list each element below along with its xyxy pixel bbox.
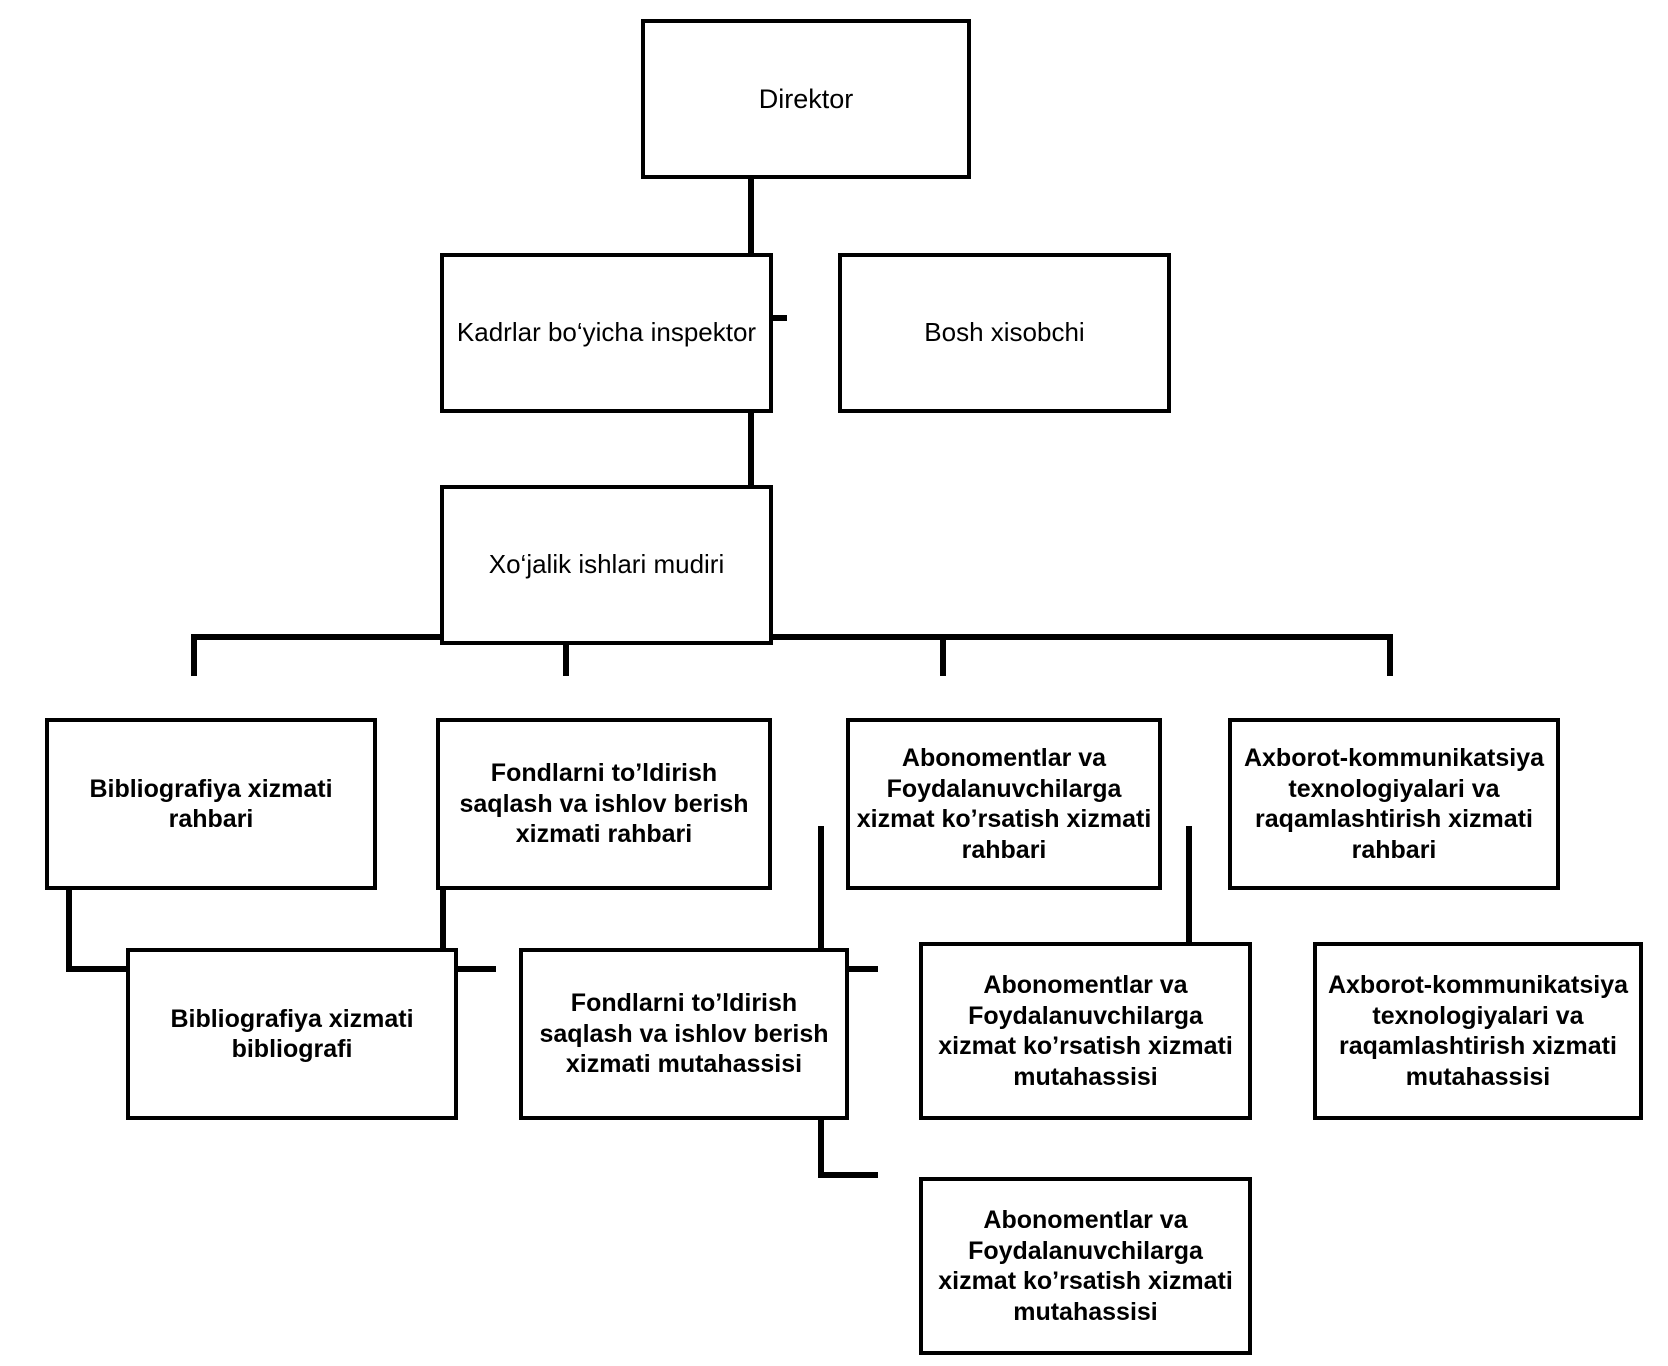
connector-drop-subscribers: [940, 634, 946, 676]
node-bibliography-specialist-label: Bibliografiya xizmati bibliografi: [170, 1004, 414, 1064]
node-chief-accountant-label: Bosh xisobchi: [924, 317, 1085, 348]
node-director[interactable]: Direktor: [641, 19, 971, 179]
connector-bibliography-vertical: [66, 826, 72, 972]
node-director-label: Direktor: [758, 83, 854, 114]
node-funds-head-label: Fondlarni to’ldirish saqlash va ishlov b…: [459, 759, 749, 849]
node-ict-head-label: Axborot-kommunikatsiya texnologiyalari v…: [1243, 744, 1545, 864]
connector-drop-ict: [1387, 634, 1393, 676]
node-subscribers-head-label: Abonomentlar va Foydalanuvchilarga xizma…: [856, 744, 1152, 864]
node-subscribers-specialist-2[interactable]: Abonomentlar va Foydalanuvchilarga xizma…: [919, 1177, 1252, 1355]
node-hr-inspector-label: Kadrlar bo‘yicha inspektor: [456, 317, 757, 348]
connector-subscribers-horizontal-2: [818, 1172, 878, 1178]
connector-bibliography-horizontal: [66, 966, 126, 972]
connector-ict-vertical: [1186, 826, 1192, 972]
node-economy-manager-label: Xo‘jalik ishlari mudiri: [488, 549, 725, 580]
node-ict-head[interactable]: Axborot-kommunikatsiya texnologiyalari v…: [1228, 718, 1560, 890]
node-bibliography-head[interactable]: Bibliografiya xizmati rahbari: [45, 718, 377, 890]
node-subscribers-head[interactable]: Abonomentlar va Foydalanuvchilarga xizma…: [846, 718, 1162, 890]
node-funds-head[interactable]: Fondlarni to’ldirish saqlash va ishlov b…: [436, 718, 772, 890]
connector-funds-vertical: [440, 826, 446, 972]
node-chief-accountant[interactable]: Bosh xisobchi: [838, 253, 1171, 413]
connector-level4-bus: [191, 634, 1393, 640]
node-subscribers-specialist-1-label: Abonomentlar va Foydalanuvchilarga xizma…: [938, 971, 1233, 1091]
connector-drop-bibliography: [191, 634, 197, 676]
connector-funds-horizontal: [440, 966, 496, 972]
node-economy-manager[interactable]: Xo‘jalik ishlari mudiri: [440, 485, 773, 645]
node-hr-inspector[interactable]: Kadrlar bo‘yicha inspektor: [440, 253, 773, 413]
node-bibliography-head-label: Bibliografiya xizmati rahbari: [89, 774, 333, 834]
connector-drop-funds: [563, 634, 569, 676]
node-funds-specialist[interactable]: Fondlarni to’ldirish saqlash va ishlov b…: [519, 948, 849, 1120]
node-ict-specialist-label: Axborot-kommunikatsiya texnologiyalari v…: [1327, 971, 1629, 1091]
node-funds-specialist-label: Fondlarni to’ldirish saqlash va ishlov b…: [539, 989, 829, 1079]
node-subscribers-specialist-1[interactable]: Abonomentlar va Foydalanuvchilarga xizma…: [919, 942, 1252, 1120]
node-subscribers-specialist-2-label: Abonomentlar va Foydalanuvchilarga xizma…: [938, 1206, 1233, 1326]
node-ict-specialist[interactable]: Axborot-kommunikatsiya texnologiyalari v…: [1313, 942, 1643, 1120]
node-bibliography-specialist[interactable]: Bibliografiya xizmati bibliografi: [126, 948, 458, 1120]
